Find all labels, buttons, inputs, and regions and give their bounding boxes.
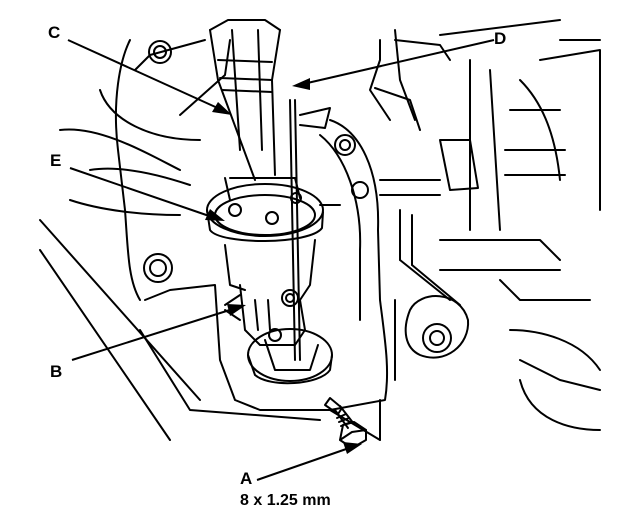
callout-c-label: C [48,23,61,42]
steering-shaft [209,19,281,181]
arrow-d [292,78,310,90]
callout-b-label: B [50,362,63,381]
arrow-e [205,209,225,221]
universal-joint [224,239,316,346]
leader-b [71,307,237,361]
housing-bolts [143,40,452,353]
pinch-bolt [324,397,367,449]
leader-lines [67,39,495,481]
callout-a-label: A [240,469,253,488]
leader-d [302,39,495,85]
leader-arrowheads [205,78,362,454]
bolt-size-spec: 8 x 1.25 mm [240,492,331,509]
arrow-a [343,442,362,454]
joint-cover [206,177,324,242]
leader-c [67,39,223,111]
arrow-b [227,304,246,316]
callout-e-label: E [50,151,62,170]
callout-d-label: D [494,29,507,48]
leader-e [69,167,216,219]
leader-a [256,446,353,481]
arrow-c [212,102,232,115]
pinion-seal [247,328,333,385]
